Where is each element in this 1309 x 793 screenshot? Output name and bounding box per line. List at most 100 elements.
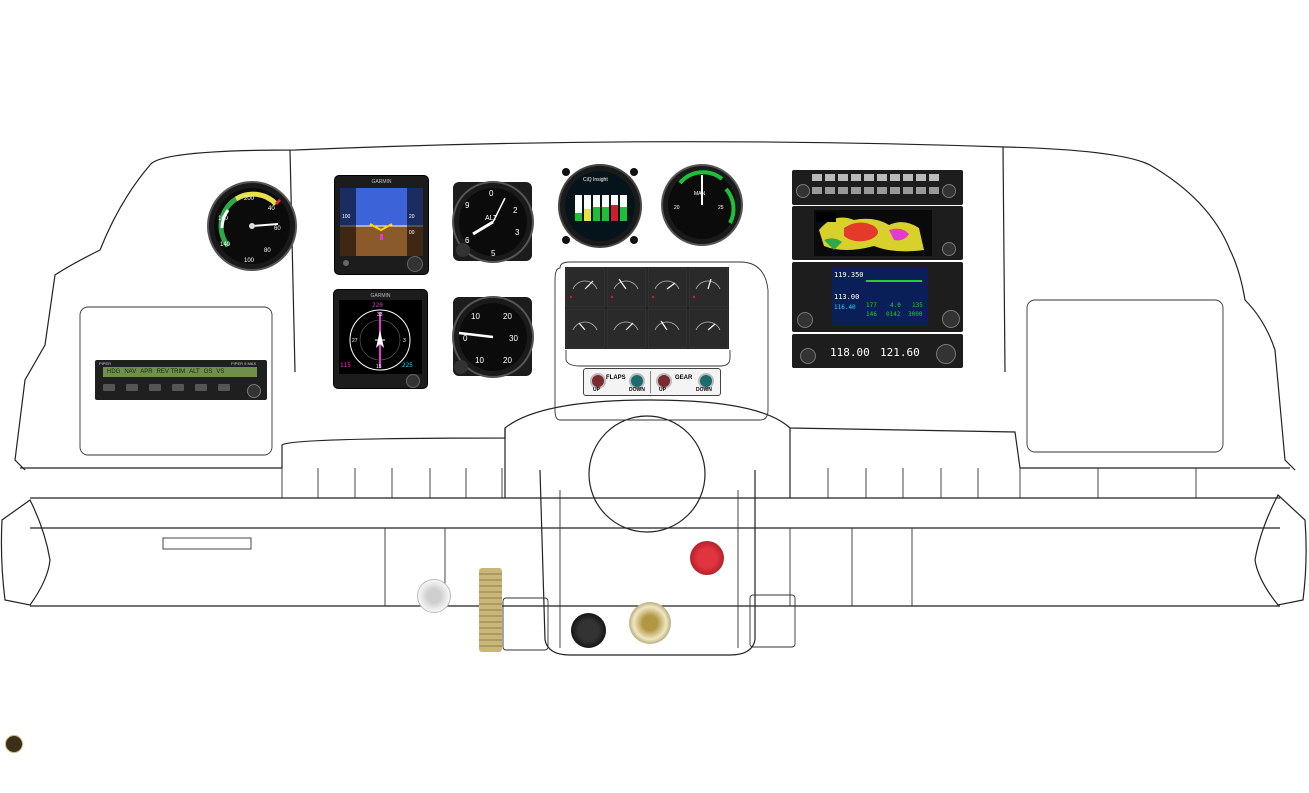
gps-left-knob[interactable]: [797, 312, 813, 328]
audio-button-row-bottom: [812, 187, 939, 194]
pfd-power-knob[interactable]: [343, 260, 349, 266]
ap-knob[interactable]: [247, 384, 261, 398]
audio-button[interactable]: [825, 187, 835, 194]
audio-button[interactable]: [825, 174, 835, 181]
pfd-knob[interactable]: [407, 256, 423, 272]
svg-text:15: 15: [376, 364, 382, 370]
ap-button-2[interactable]: [126, 384, 138, 391]
ap-button-4[interactable]: [172, 384, 184, 391]
ap-button-1[interactable]: [103, 384, 115, 391]
svg-text:200: 200: [244, 196, 255, 202]
audio-button[interactable]: [877, 174, 887, 181]
ap-mode-vs: VS: [216, 369, 225, 375]
svg-text:5: 5: [491, 249, 496, 258]
autopilot-model: PIPER 9 MAX: [231, 361, 257, 366]
svg-text:100: 100: [342, 214, 351, 220]
mixture-knob[interactable]: [690, 541, 724, 575]
gear-up-label: UP: [659, 387, 666, 393]
svg-text:MAN: MAN: [694, 191, 706, 197]
ap-button-3[interactable]: [149, 384, 161, 391]
ap-mode-alt: ALT: [189, 369, 200, 375]
audio-knob-left[interactable]: [796, 184, 810, 198]
hsi-knob[interactable]: [406, 374, 420, 388]
svg-text:100: 100: [244, 258, 255, 264]
panel-divider: [650, 371, 651, 393]
svg-text:25: 25: [718, 205, 724, 211]
audio-button[interactable]: [838, 174, 848, 181]
audio-button[interactable]: [864, 174, 874, 181]
mfd-weather-display[interactable]: [792, 206, 963, 260]
throttle-knob[interactable]: [571, 613, 606, 648]
gps-navcom[interactable]: 119.350 113.00 116.40 177 4.0 135 146 01…: [792, 262, 963, 332]
hsi-bearing: 115: [340, 362, 351, 369]
gps-standby-com: 113.00: [834, 293, 860, 301]
com-tune-knob[interactable]: [936, 344, 956, 364]
gear-down-button[interactable]: [698, 373, 714, 389]
svg-text:3: 3: [515, 228, 520, 237]
hsi-course: 220: [372, 302, 383, 309]
flaps-up-button[interactable]: [590, 373, 606, 389]
audio-button[interactable]: [851, 187, 861, 194]
ap-button-6[interactable]: [218, 384, 230, 391]
svg-text:10: 10: [475, 356, 484, 365]
engine-monitor-brand: CiQ Insight: [583, 177, 608, 183]
propeller-knob[interactable]: [629, 602, 671, 644]
flaps-down-label: DOWN: [629, 387, 645, 393]
gps-right-knob[interactable]: [942, 310, 960, 328]
gps-data2: 4.0: [890, 302, 901, 309]
gear-label: GEAR: [675, 375, 693, 381]
com-radio[interactable]: 118.00 121.60: [792, 334, 963, 368]
engine-monitor: CiQ Insight: [558, 164, 642, 248]
gear-down-label: DOWN: [696, 387, 712, 393]
audio-button[interactable]: [916, 187, 926, 194]
audio-button[interactable]: [929, 174, 939, 181]
gps-screen: 119.350 113.00 116.40 177 4.0 135 146 01…: [832, 268, 928, 326]
audio-button[interactable]: [851, 174, 861, 181]
svg-text:2: 2: [513, 206, 518, 215]
flaps-down-button[interactable]: [629, 373, 645, 389]
audio-button[interactable]: [890, 187, 900, 194]
audio-button[interactable]: [838, 187, 848, 194]
svg-text:9: 9: [465, 201, 470, 210]
svg-text:33: 33: [377, 312, 383, 318]
hsi-heading: 225: [402, 362, 413, 369]
audio-button-row-top: [812, 174, 939, 181]
ap-mode-apr: APR: [140, 369, 153, 375]
trim-wheel[interactable]: [477, 566, 504, 654]
ap-button-5[interactable]: [195, 384, 207, 391]
carb-heat-knob[interactable]: [417, 579, 451, 613]
engine-gauges-svg: [565, 267, 729, 349]
ap-mode-hdg: HDG: [107, 369, 121, 375]
altimeter-label: ALT: [485, 215, 498, 222]
audio-button[interactable]: [929, 187, 939, 194]
audio-button[interactable]: [890, 174, 900, 181]
engine-gauge-cluster: [565, 267, 729, 349]
audio-button[interactable]: [812, 187, 822, 194]
audio-button[interactable]: [903, 187, 913, 194]
com-volume-knob[interactable]: [800, 348, 816, 364]
audio-button[interactable]: [903, 174, 913, 181]
flaps-gear-panel: UP FLAPS DOWN UP GEAR DOWN: [583, 368, 721, 396]
audio-knob-right[interactable]: [942, 184, 956, 198]
settings-icon[interactable]: [5, 735, 23, 753]
svg-text:30: 30: [509, 334, 518, 343]
gear-up-button[interactable]: [656, 373, 672, 389]
svg-text:3: 3: [403, 338, 406, 344]
svg-text:0: 0: [489, 189, 494, 198]
hsi-brand-label: GARMIN: [370, 293, 391, 299]
svg-text:6: 6: [465, 236, 470, 245]
mfd-knob[interactable]: [942, 242, 956, 256]
audio-button[interactable]: [864, 187, 874, 194]
ap-mode-nav: NAV: [124, 369, 137, 375]
audio-button[interactable]: [877, 187, 887, 194]
com-standby-frequency: 121.60: [880, 346, 920, 359]
audio-panel[interactable]: [792, 170, 963, 205]
audio-button[interactable]: [812, 174, 822, 181]
audio-button[interactable]: [916, 174, 926, 181]
gps-data1: 177: [866, 302, 877, 309]
